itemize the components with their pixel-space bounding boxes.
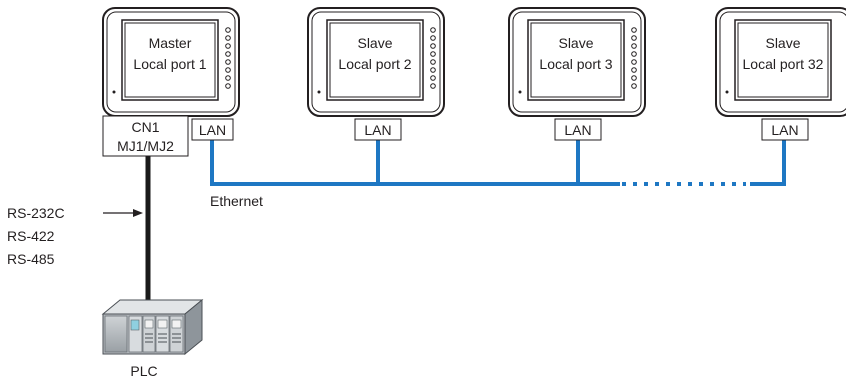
ethernet-network — [210, 140, 786, 186]
arrow-icon — [103, 209, 143, 217]
lan-port-label: LAN — [364, 122, 391, 138]
unit-port-label: Local port 2 — [338, 56, 411, 72]
protocol-label: RS-422 — [7, 228, 55, 244]
lan-port-label: LAN — [771, 122, 798, 138]
lan-port-label: LAN — [199, 122, 226, 138]
serial-protocols: RS-232C RS-422 RS-485 — [7, 205, 65, 267]
unit-role-label: Slave — [558, 35, 593, 51]
display-unit-slave-2: Slave Local port 2 — [307, 7, 445, 117]
lan-port-slave-3: LAN — [554, 118, 602, 141]
unit-role-label: Master — [149, 35, 192, 51]
ethernet-label: Ethernet — [210, 193, 263, 209]
protocol-label: RS-485 — [7, 251, 55, 267]
display-unit-slave-3: Slave Local port 3 — [508, 7, 646, 117]
lan-port-master: LAN — [191, 118, 234, 141]
plc-icon — [101, 298, 204, 356]
unit-port-label: Local port 32 — [743, 56, 824, 72]
display-unit-slave-32: Slave Local port 32 — [715, 7, 846, 117]
lan-port-slave-32: LAN — [761, 118, 809, 141]
unit-port-label: Local port 1 — [133, 56, 206, 72]
unit-role-label: Slave — [765, 35, 800, 51]
plc-label: PLC — [130, 363, 157, 379]
unit-role-label: Slave — [357, 35, 392, 51]
lan-port-slave-2: LAN — [354, 118, 402, 141]
lan-port-label: LAN — [564, 122, 591, 138]
protocol-label: RS-232C — [7, 205, 65, 221]
serial-port-box: CN1 MJ1/MJ2 — [102, 115, 189, 157]
cn1-label: CN1 — [131, 119, 159, 135]
unit-port-label: Local port 3 — [539, 56, 612, 72]
mj-label: MJ1/MJ2 — [117, 138, 174, 154]
display-unit-master: Master Local port 1 — [102, 7, 240, 117]
